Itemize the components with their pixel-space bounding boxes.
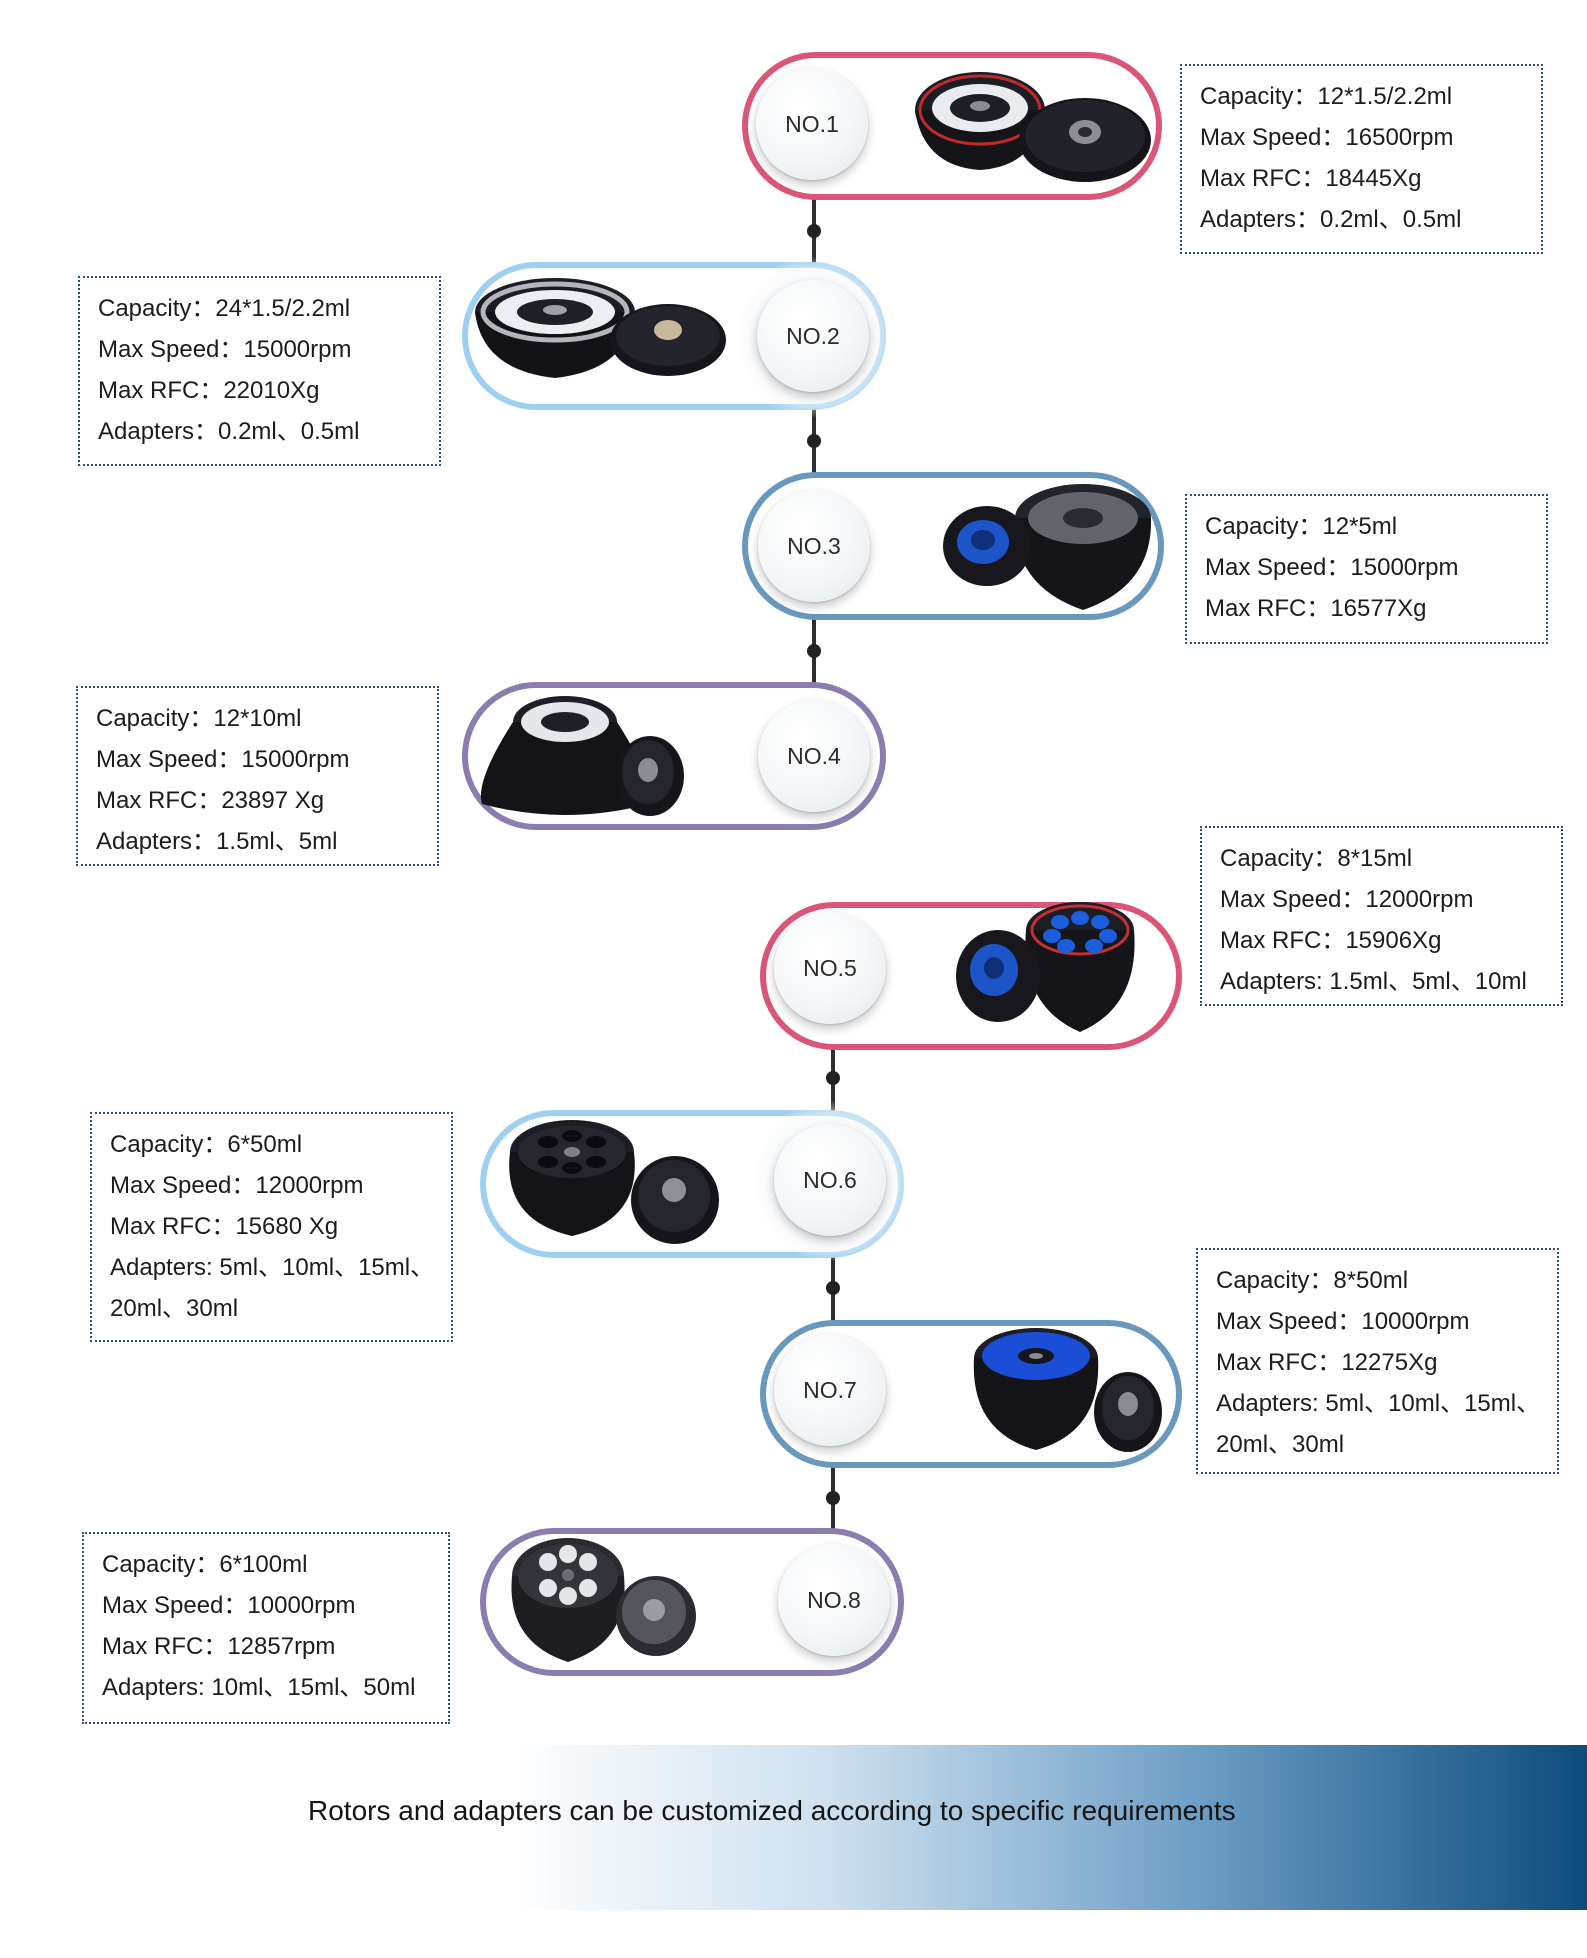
spec-adapters: Adapters：1.5ml、5ml <box>96 828 338 855</box>
spec-box-3: Capacity：12*5ml Max Speed：15000rpm Max R… <box>1185 494 1548 644</box>
spec-adapters: Adapters：0.2ml、0.5ml <box>1200 206 1462 233</box>
rotor-node-4[interactable]: NO.4 <box>758 700 870 812</box>
spec-adapters: Adapters: 5ml、10ml、15ml、 <box>1216 1390 1541 1417</box>
spec-capacity: Capacity：8*50ml <box>1216 1267 1409 1294</box>
spec-max-speed: Max Speed：15000rpm <box>1205 554 1459 581</box>
spec-capacity: Capacity：12*10ml <box>96 705 302 732</box>
spec-box-5: Capacity：8*15ml Max Speed：12000rpm Max R… <box>1200 826 1563 1006</box>
rotor-image-1 <box>915 72 1151 182</box>
spec-capacity: Capacity：12*5ml <box>1205 513 1398 540</box>
rotor-node-3[interactable]: NO.3 <box>758 490 870 602</box>
rotor-label-8: NO.8 <box>807 1586 861 1613</box>
rotor-image-6 <box>509 1120 719 1244</box>
spec-max-rfc: Max RFC：15680 Xg <box>110 1213 339 1240</box>
timeline-dot <box>807 644 821 658</box>
rotor-image-3 <box>943 484 1152 610</box>
timeline-dot <box>807 224 821 238</box>
spec-max-rfc: Max RFC：12275Xg <box>1216 1349 1438 1376</box>
rotor-node-2[interactable]: NO.2 <box>757 280 869 392</box>
rotor-node-5[interactable]: NO.5 <box>774 912 886 1024</box>
rotor-node-1[interactable]: NO.1 <box>756 68 868 180</box>
spec-box-7: Capacity：8*50ml Max Speed：10000rpm Max R… <box>1196 1248 1559 1474</box>
spec-max-rfc: Max RFC：12857rpm <box>102 1633 336 1660</box>
timeline-dot <box>826 1281 840 1295</box>
spec-max-speed: Max Speed：10000rpm <box>1216 1308 1470 1335</box>
rotor-label-4: NO.4 <box>787 742 841 769</box>
spec-adapters: Adapters: 10ml、15ml、50ml <box>102 1674 416 1701</box>
timeline-dot <box>826 1491 840 1505</box>
footer-text: Rotors and adapters can be customized ac… <box>308 1795 1236 1826</box>
spec-max-rfc: Max RFC：15906Xg <box>1220 927 1442 954</box>
spec-max-speed: Max Speed：15000rpm <box>96 746 350 773</box>
spec-box-1: Capacity：12*1.5/2.2ml Max Speed：16500rpm… <box>1180 64 1543 254</box>
spec-adapters-cont: 20ml、30ml <box>110 1295 239 1322</box>
spec-adapters: Adapters: 5ml、10ml、15ml、 <box>110 1254 435 1281</box>
spec-max-speed: Max Speed：10000rpm <box>102 1592 356 1619</box>
spec-capacity: Capacity：8*15ml <box>1220 845 1413 872</box>
spec-max-rfc: Max RFC：23897 Xg <box>96 787 325 814</box>
rotor-image-2 <box>475 278 726 378</box>
spec-max-rfc: Max RFC：18445Xg <box>1200 165 1422 192</box>
spec-box-8: Capacity：6*100ml Max Speed：10000rpm Max … <box>82 1532 450 1724</box>
timeline-dot <box>826 1071 840 1085</box>
rotor-label-6: NO.6 <box>803 1166 857 1193</box>
spec-capacity: Capacity：12*1.5/2.2ml <box>1200 83 1453 110</box>
spec-box-2: Capacity：24*1.5/2.2ml Max Speed：15000rpm… <box>78 276 441 466</box>
spec-box-4: Capacity：12*10ml Max Speed：15000rpm Max … <box>76 686 439 866</box>
spec-adapters: Adapters：0.2ml、0.5ml <box>98 418 360 445</box>
rotor-image-7 <box>973 1328 1162 1452</box>
spec-capacity: Capacity：6*100ml <box>102 1551 308 1578</box>
spec-capacity: Capacity：24*1.5/2.2ml <box>98 295 351 322</box>
rotor-image-5 <box>956 902 1135 1032</box>
rotor-node-6[interactable]: NO.6 <box>774 1124 886 1236</box>
spec-max-speed: Max Speed：16500rpm <box>1200 124 1454 151</box>
rotor-label-2: NO.2 <box>786 322 840 349</box>
spec-adapters-cont: 20ml、30ml <box>1216 1431 1345 1458</box>
footer-banner <box>0 1745 1587 1910</box>
rotor-image-8 <box>511 1538 696 1662</box>
spec-max-rfc: Max RFC：22010Xg <box>98 377 320 404</box>
rotor-label-5: NO.5 <box>803 954 857 981</box>
rotor-label-3: NO.3 <box>787 532 841 559</box>
rotor-label-1: NO.1 <box>785 110 839 137</box>
spec-capacity: Capacity：6*50ml <box>110 1131 303 1158</box>
spec-box-6: Capacity：6*50ml Max Speed：12000rpm Max R… <box>90 1112 453 1342</box>
spec-max-speed: Max Speed：12000rpm <box>1220 886 1474 913</box>
spec-max-rfc: Max RFC：16577Xg <box>1205 595 1427 622</box>
spec-max-speed: Max Speed：15000rpm <box>98 336 352 363</box>
rotor-node-8[interactable]: NO.8 <box>778 1544 890 1656</box>
timeline-dot <box>807 434 821 448</box>
rotor-image-4 <box>480 696 684 816</box>
spec-adapters: Adapters: 1.5ml、5ml、10ml <box>1220 968 1527 995</box>
rotor-label-7: NO.7 <box>803 1376 857 1403</box>
spec-max-speed: Max Speed：12000rpm <box>110 1172 364 1199</box>
rotor-node-7[interactable]: NO.7 <box>774 1334 886 1446</box>
